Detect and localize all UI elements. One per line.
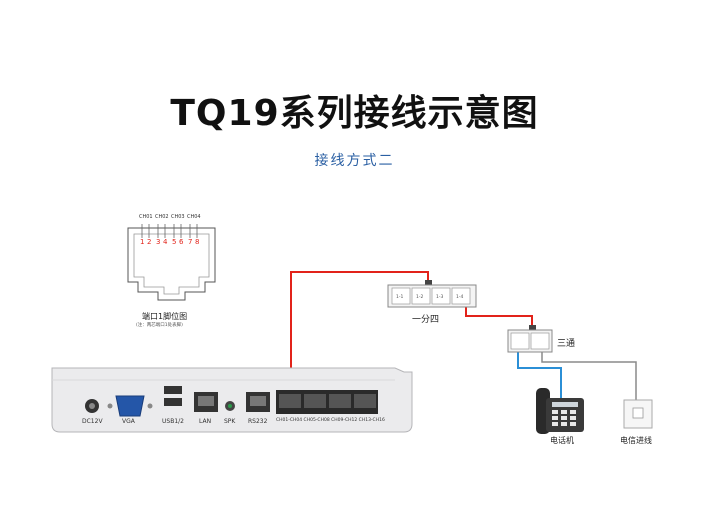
- blue-wire-tee-to-phone: [517, 350, 562, 400]
- page-subtitle: 接线方式二: [314, 153, 395, 169]
- pin-number: 6: [179, 238, 184, 246]
- wallplate-label: 电信进线: [620, 436, 652, 445]
- port-label-lan: LAN: [199, 418, 212, 425]
- pin-number: 7: [188, 238, 193, 246]
- port-label-spk: SPK: [224, 418, 236, 425]
- pin-number: 2: [147, 238, 152, 246]
- splitter-1-to-4: [387, 284, 477, 308]
- telephone-icon: [536, 388, 584, 434]
- pinout-caption: 端口1脚位图: [142, 312, 188, 321]
- device-rear-panel: [51, 367, 413, 433]
- port-label-dc12v: DC12V: [82, 418, 103, 425]
- gray-wire-tee-to-wall: [541, 350, 637, 400]
- port-label-channels: CH01-CH04 CH05-CH08 CH09-CH12 CH13-CH16: [276, 418, 385, 423]
- port-label-rs232: RS232: [248, 418, 268, 425]
- port-label-vga: VGA: [122, 418, 135, 425]
- pin-number: 5: [172, 238, 177, 246]
- phone-label: 电话机: [550, 436, 574, 445]
- tee-adapter: [507, 329, 553, 353]
- red-wire-splitter-to-tee: [465, 304, 533, 328]
- pinout-channel-label: CH04: [187, 214, 201, 220]
- pinout-channel-label: CH01: [139, 214, 153, 220]
- splitter-jack-label: 1-3: [436, 295, 444, 300]
- tee-label: 三通: [557, 339, 576, 349]
- pin-number: 1: [140, 238, 145, 246]
- pinout-note: (注：两芯端口1处表脚): [136, 323, 183, 328]
- splitter-label: 一分四: [412, 315, 440, 325]
- pinout-channel-label: CH03: [171, 214, 185, 220]
- port-label-usb: USB1/2: [162, 418, 184, 425]
- pinout-diagram: [127, 224, 216, 301]
- splitter-jack-label: 1-4: [456, 295, 464, 300]
- pin-number: 4: [163, 238, 168, 246]
- pin-number: 3: [156, 238, 161, 246]
- splitter-jack-label: 1-1: [396, 295, 404, 300]
- red-wire-device-to-splitter: [290, 271, 429, 378]
- pinout-channel-label: CH02: [155, 214, 169, 220]
- splitter-jack-label: 1-2: [416, 295, 424, 300]
- pin-number: 8: [195, 238, 200, 246]
- wall-plate-icon: [623, 399, 653, 429]
- page-title: TQ19系列接线示意图: [170, 93, 539, 134]
